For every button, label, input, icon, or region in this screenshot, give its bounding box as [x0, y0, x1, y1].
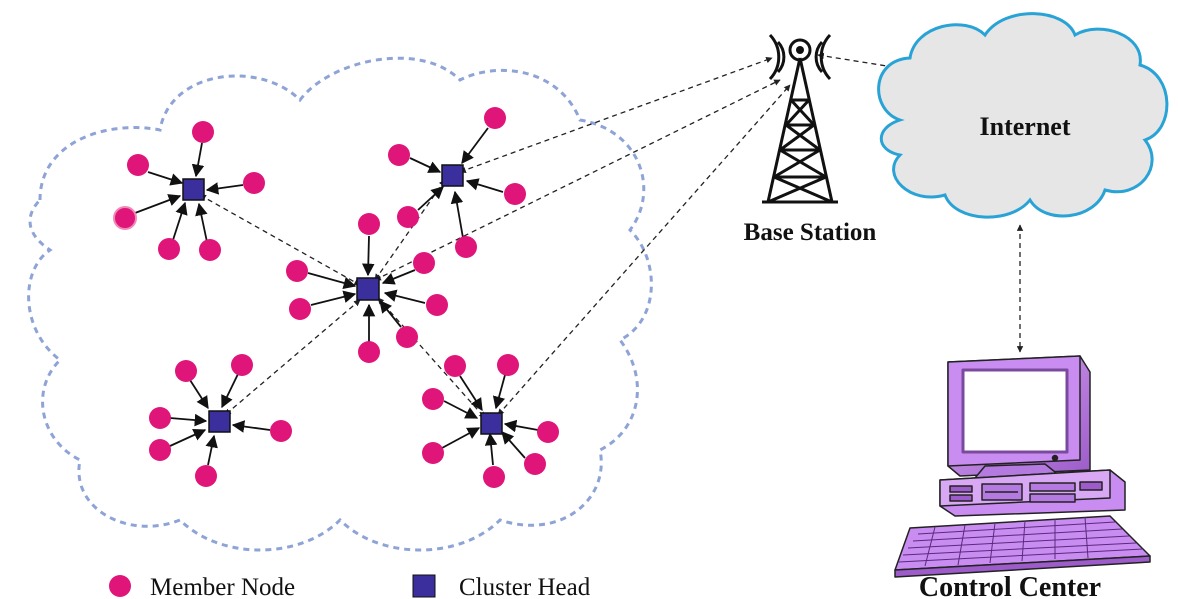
member-node	[426, 294, 448, 316]
member-node	[444, 355, 466, 377]
internet-label: Internet	[980, 112, 1071, 141]
computer-icon	[894, 355, 1151, 578]
member-node	[231, 354, 253, 376]
member-node	[113, 206, 137, 230]
member-node	[286, 260, 308, 282]
member-node	[537, 421, 559, 443]
base-station-label: Base Station	[744, 219, 877, 246]
member-node	[422, 442, 444, 464]
member-node	[388, 144, 410, 166]
legend-cluster-head-icon	[412, 574, 436, 598]
member-node	[270, 420, 292, 442]
member-node	[199, 239, 221, 261]
member-node	[149, 439, 171, 461]
cluster-3	[286, 213, 448, 363]
member-node	[524, 453, 546, 475]
legend-member-node-label: Member Node	[150, 574, 295, 599]
sensor-field-boundary	[27, 56, 653, 552]
cluster-1	[113, 121, 265, 261]
member-node	[396, 326, 418, 348]
member-node	[422, 388, 444, 410]
legend-cluster-head-label: Cluster Head	[459, 574, 591, 599]
member-node	[484, 107, 506, 129]
legend: Member Node Cluster Head	[109, 574, 591, 599]
member-node	[455, 236, 477, 258]
member-node	[149, 407, 171, 429]
member-node	[195, 465, 217, 487]
cluster-5	[422, 354, 559, 488]
member-node	[397, 206, 419, 228]
cluster-head	[480, 412, 503, 435]
member-node	[243, 172, 265, 194]
cluster-head	[182, 178, 205, 201]
member-node	[358, 341, 380, 363]
cluster-head	[208, 410, 231, 433]
cluster-head	[356, 277, 380, 301]
member-node	[175, 360, 197, 382]
member-node	[504, 183, 526, 205]
cluster-4	[149, 354, 292, 487]
cluster-links	[199, 52, 1024, 419]
member-node	[192, 121, 214, 143]
base-station-tower-icon	[762, 33, 838, 204]
cluster-2	[388, 107, 526, 258]
member-node	[158, 238, 180, 260]
member-node	[483, 466, 505, 488]
member-node	[127, 154, 149, 176]
member-node	[413, 252, 435, 274]
internet-cloud-icon	[877, 12, 1169, 219]
member-node	[358, 213, 380, 235]
member-node	[497, 354, 519, 376]
legend-member-node-icon	[109, 575, 131, 597]
cluster-head	[441, 164, 464, 187]
control-center-label: Control Center	[919, 572, 1101, 599]
member-node	[289, 298, 311, 320]
